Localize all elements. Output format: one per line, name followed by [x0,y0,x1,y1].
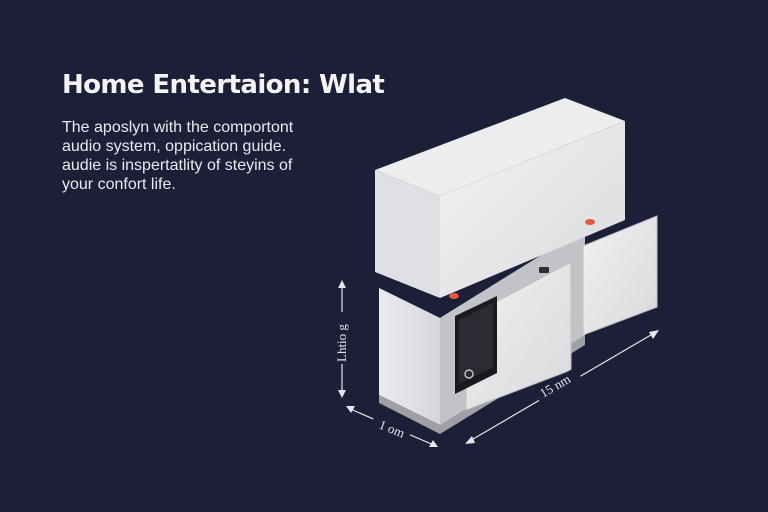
side-panel [582,215,658,336]
description-line: audio system, oppication guide. [62,138,287,155]
port-icon [539,267,549,273]
top-cabinet-front [375,170,440,298]
arrow-right-icon [649,330,659,339]
top-cabinet-side [440,121,625,298]
arrow-left-icon [346,406,355,413]
indicator-light [585,219,595,225]
lower-cabinet-front [379,288,440,425]
width-dimension-gap [533,367,585,407]
arrow-right-icon [429,440,438,447]
control-panel [455,267,549,394]
depth-dimension-gap [370,409,414,443]
description-line: The aposlyn with the comportont [62,119,294,136]
arrow-up-icon [338,280,346,288]
description-line: your confort life. [62,176,176,193]
height-dimension-gap [332,312,352,364]
power-icon [464,369,474,379]
top-cabinet [375,98,625,298]
control-panel-screen [459,303,493,384]
height-dimension-label: Lhtio g [334,324,349,362]
headline: Home Entertaion: Wlat [62,70,385,100]
arrow-down-icon [338,390,346,398]
depth-dimension-label: 1 om [377,417,407,441]
indicator-light [449,293,459,299]
top-cabinet-top [375,98,625,196]
description-line: audie is inspertatlity of steyins of [62,157,293,174]
height-dimension: Lhtio g [332,280,352,398]
description: The aposlyn with the comportont audio sy… [62,118,332,194]
arrow-left-icon [465,436,475,444]
